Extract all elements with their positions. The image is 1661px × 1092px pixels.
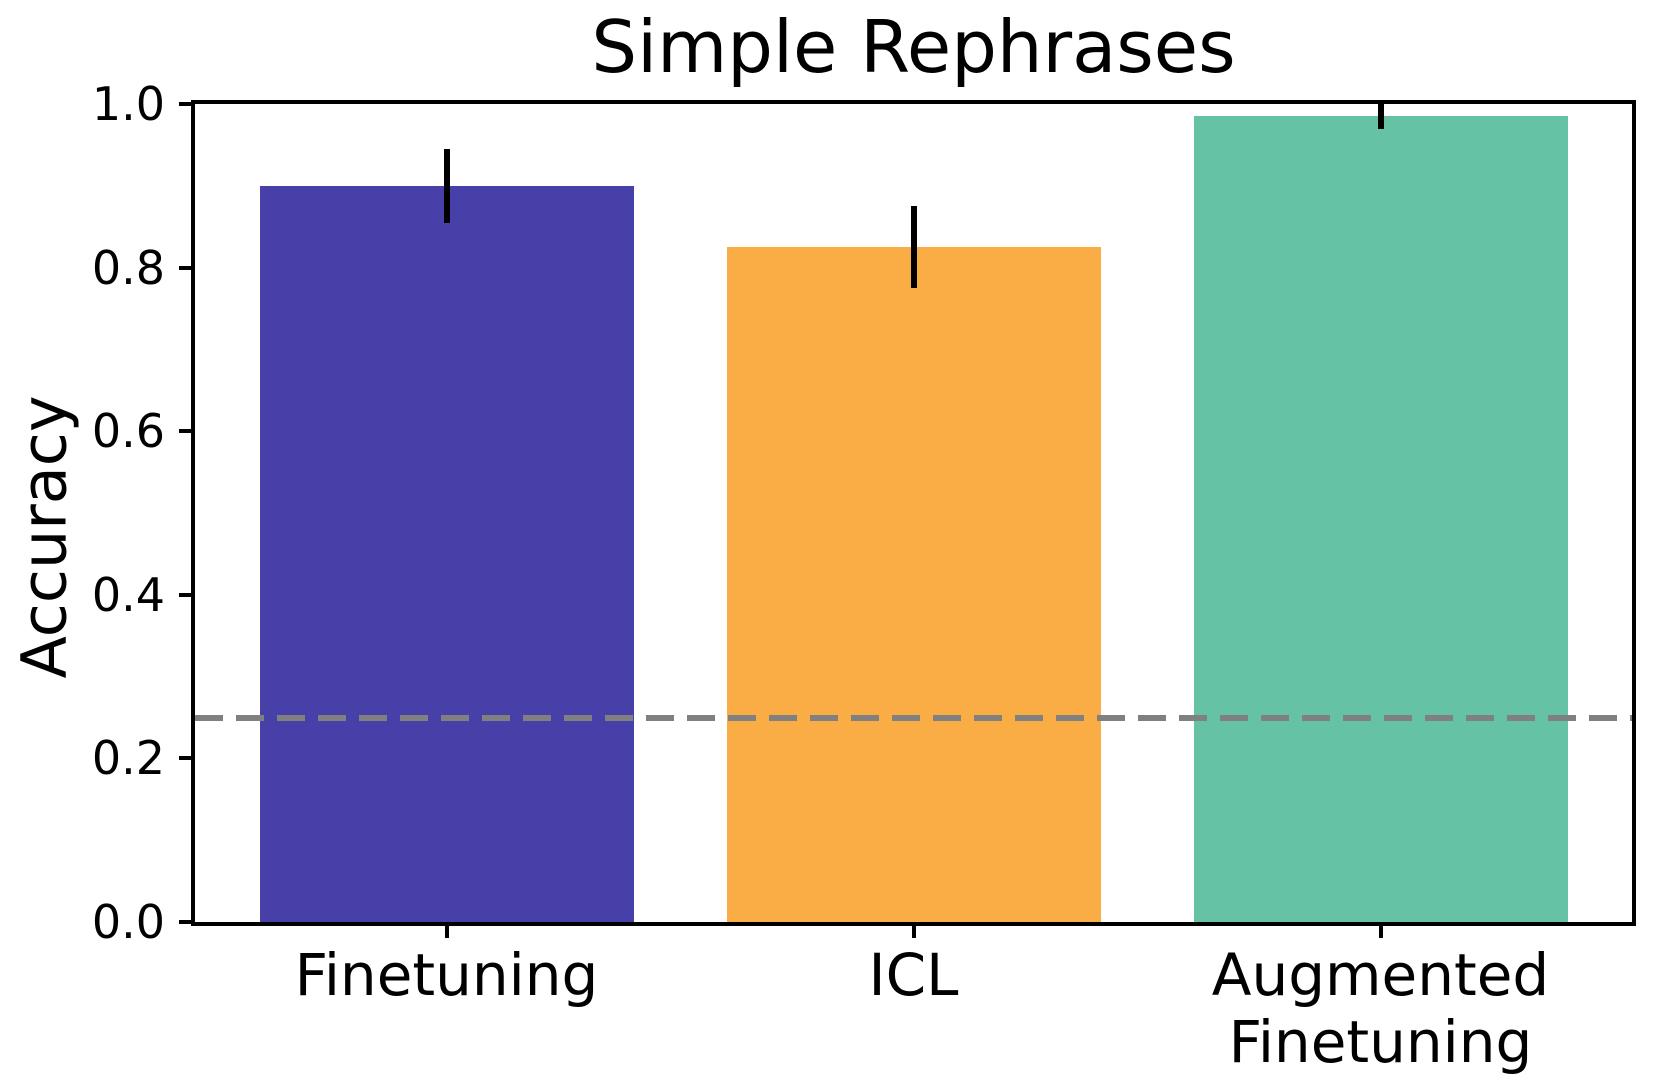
error-bar-finetuning: [443, 149, 450, 223]
y-tick-mark-0.8: [179, 265, 191, 270]
bar-icl: [726, 247, 1101, 922]
x-tick-mark-finetuning: [444, 926, 449, 938]
y-tick-label-0.2: 0.2: [91, 731, 165, 786]
y-tick-mark-0.2: [179, 756, 191, 761]
x-tick-label-augmented-finetuning: Augmented Finetuning: [1211, 941, 1550, 1076]
y-tick-mark-0.4: [179, 592, 191, 597]
y-tick-mark-0.6: [179, 429, 191, 434]
x-tick-label-icl: ICL: [868, 941, 959, 1009]
y-tick-label-0.8: 0.8: [91, 240, 165, 295]
y-tick-label-1.0: 1.0: [91, 77, 165, 131]
y-tick-label-0.0: 0.0: [91, 895, 165, 949]
x-tick-label-finetuning: Finetuning: [294, 941, 599, 1009]
x-tick-mark-augmented-finetuning: [1378, 926, 1383, 938]
y-tick-mark-0.0: [179, 920, 191, 924]
x-tick-mark-icl: [911, 926, 916, 938]
error-bar-icl: [910, 206, 917, 289]
chart-title: Simple Rephrases: [591, 5, 1236, 89]
y-tick-label-0.6: 0.6: [91, 404, 165, 459]
bar-augmented-finetuning: [1193, 116, 1568, 922]
error-bar-augmented-finetuning: [1377, 104, 1384, 129]
bar-finetuning: [259, 185, 634, 922]
y-tick-label-0.4: 0.4: [91, 567, 165, 622]
y-axis-label: Accuracy: [7, 395, 81, 679]
y-tick-mark-1.0: [179, 102, 191, 106]
chance-reference-line: [195, 714, 1632, 721]
